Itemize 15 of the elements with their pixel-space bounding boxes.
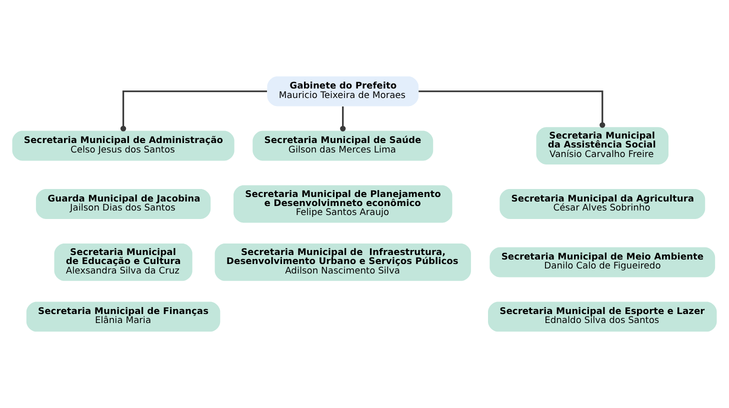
node-box: Secretaria Municipal da Assistência Social Vanísio Carvalho Freire [536,127,668,164]
node-box: Secretaria Municipal de Saúde Gilson das Merces Lima [252,130,434,161]
node-box: Guarda Municipal de Jacobina Jailson Dias dos Santos [36,189,211,219]
node-box: Secretaria Municipal de Finanças Elânia Maria [26,302,220,332]
node-box: Secretaria Municipal de Infraestrutura, Desenvolvimento Urbano e Serviços Públicos Adilson Nascimento Silva [214,244,471,281]
connector [340,106,346,132]
node-box: Secretaria Municipal de Educação e Cultura Alexsandra Silva da Cruz [54,244,192,281]
node-box: Secretaria Municipal de Esporte e Lazer Ednaldo Silva dos Santos [488,302,717,332]
connector [120,90,267,132]
node-box: Secretaria Municipal de Administração Celso Jesus dos Santos [12,130,234,161]
node-box: Secretaria Municipal de Meio Ambiente Danilo Calo de Figueiredo [490,247,716,278]
node-box: Secretaria Municipal da Agricultura César Alves Sobrinho [500,189,706,219]
node-box: Gabinete do Prefeito Mauricio Teixeira de Moraes [267,76,419,106]
node-box: Secretaria Municipal de Planejamento e Desenvolvimneto econômico Felipe Santos Araujo [234,185,452,223]
connector [418,90,606,128]
